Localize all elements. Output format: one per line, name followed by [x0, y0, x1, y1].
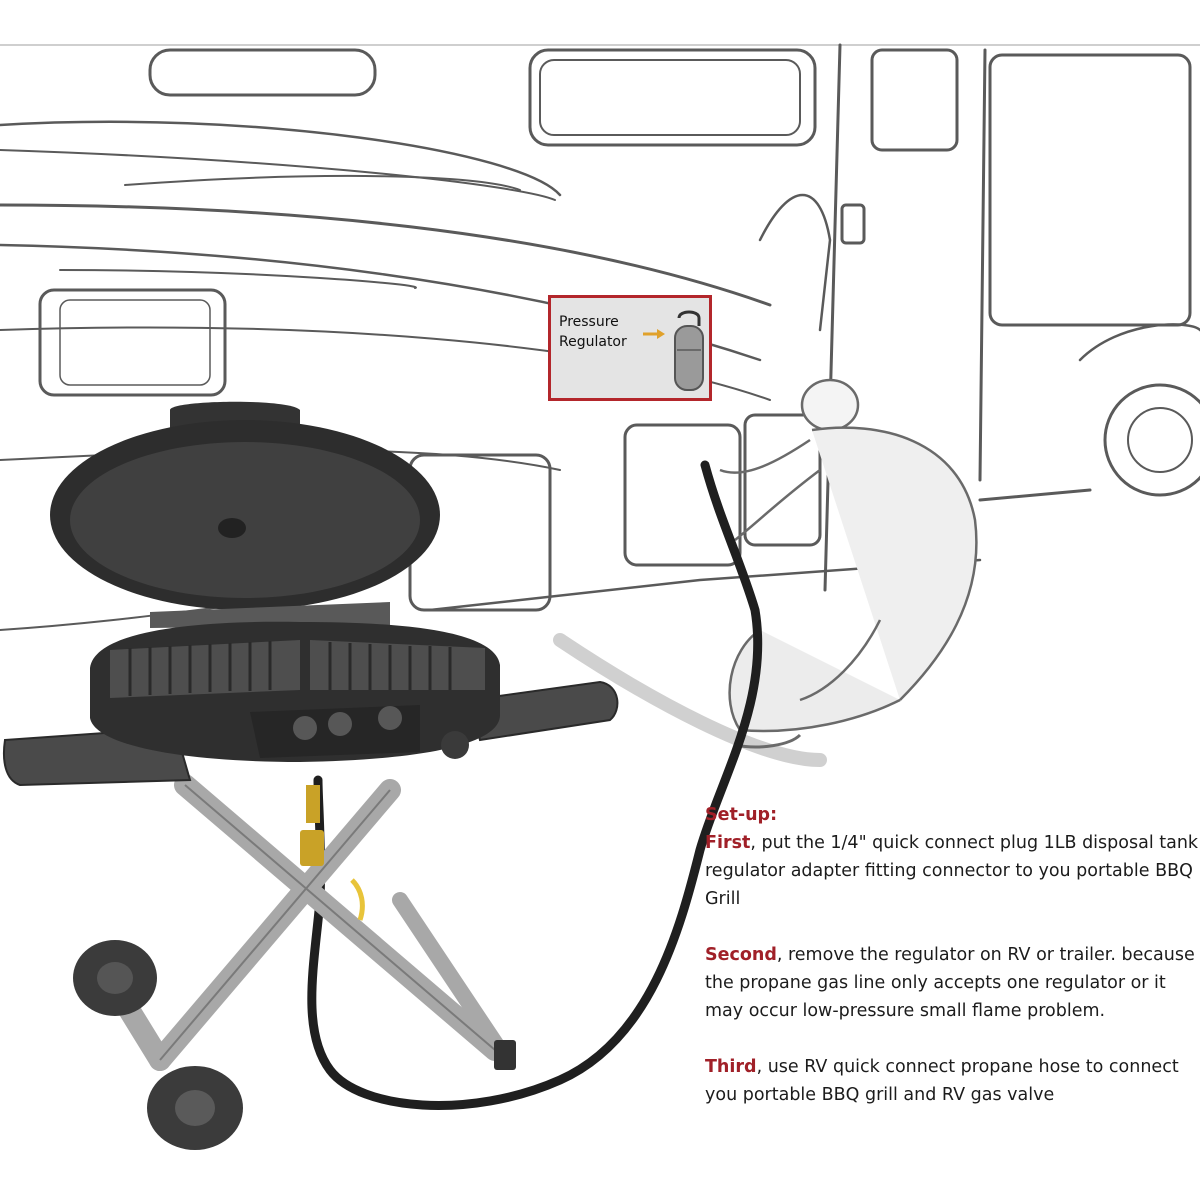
person-connecting-hose	[719, 378, 978, 749]
step-second: Second, remove the regulator on RV or tr…	[705, 941, 1200, 1025]
setup-instructions: Set-up: First, put the 1/4" quick connec…	[705, 801, 1200, 1109]
step-first-text: , put the 1/4" quick connect plug 1LB di…	[705, 833, 1199, 909]
callout-label-line2: Regulator	[559, 334, 627, 350]
grill-lid	[50, 401, 440, 628]
callout-label-line1: Pressure	[559, 314, 619, 330]
pressure-regulator-callout: Pressure Regulator	[548, 295, 712, 401]
instructions-heading: Set-up:	[705, 805, 778, 825]
arrow-right-icon	[643, 329, 665, 339]
step-second-keyword: Second	[705, 945, 777, 965]
step-third-text: , use RV quick connect propane hose to c…	[705, 1057, 1179, 1105]
propane-hose	[307, 460, 763, 1110]
step-third: Third, use RV quick connect propane hose…	[705, 1053, 1200, 1109]
propane-tank-icon	[674, 310, 704, 391]
step-third-keyword: Third	[705, 1057, 757, 1077]
grill-wheels	[73, 940, 243, 1150]
step-first-keyword: First	[705, 833, 751, 853]
grill-base	[90, 621, 500, 921]
step-second-text: , remove the regulator on RV or trailer.…	[705, 945, 1195, 1021]
callout-label: Pressure Regulator	[559, 312, 654, 352]
step-first: First, put the 1/4" quick connect plug 1…	[705, 829, 1200, 913]
